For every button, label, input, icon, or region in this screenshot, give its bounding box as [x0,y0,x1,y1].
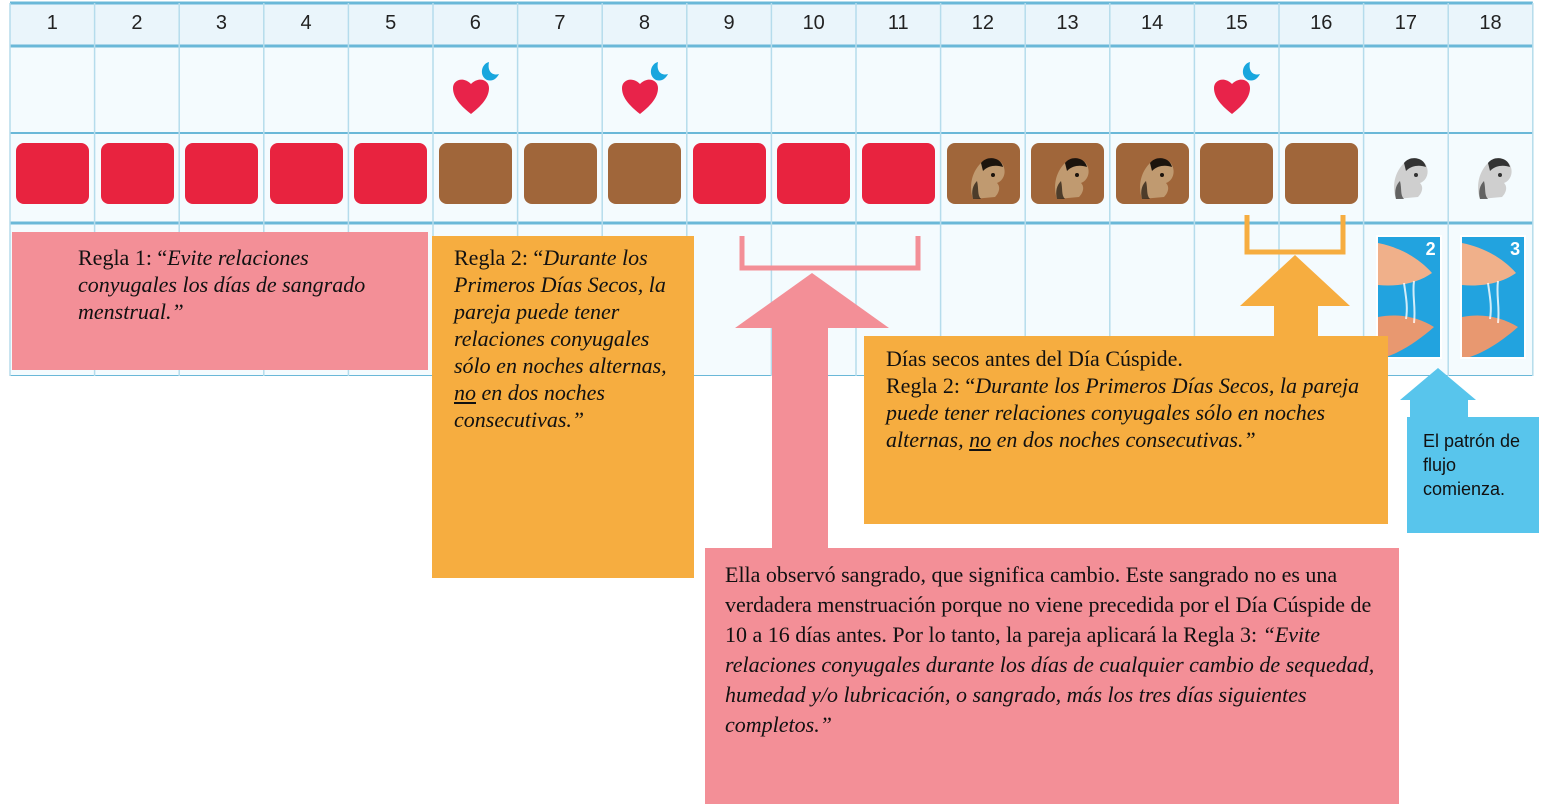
white-baby-stamp [1454,143,1527,204]
stretching-mucus-icon [1462,243,1519,357]
baby-icon [1393,158,1428,199]
brown-stamp [608,143,682,204]
day-number: 1 [46,12,58,34]
flow-box: El patrón de flujo comienza. [1407,417,1539,533]
brown-stamp [1285,143,1358,204]
day-number: 11 [887,12,909,34]
brown-stamp [1200,143,1274,204]
heart-with-moon-icon [1214,62,1261,114]
rule1-box: Regla 1: “Evite relaciones conyugales lo… [12,232,428,370]
mucus-card: 2 [1375,235,1442,359]
red-stamp [777,143,851,204]
rule2-right-underline: no [969,427,992,452]
red-stamp [354,143,428,204]
rule1-italic: Evite relaciones conyugales los días de … [78,245,366,324]
rule2-left-underline: no [454,380,476,405]
day-number: 14 [1140,12,1164,34]
brown-stamp [523,143,597,204]
day-number: 8 [638,12,651,34]
brown-baby-stamp [1115,143,1189,204]
day-number: 9 [723,12,735,34]
stretching-mucus-icon [1377,243,1434,357]
rule2-right-italic-b: en dos noches consecutivas.” [991,427,1256,452]
baby-icon [970,158,1005,199]
baby-icon [1055,158,1089,199]
heart-with-moon-icon [453,62,499,114]
bleeding-italic: “Evite relaciones conyugales durante los… [725,622,1375,737]
day-number: 10 [802,12,825,34]
rule2-right-italic-a: Durante los Primeros Días Secos, la pare… [886,373,1360,452]
rule2-left-italic-b: en dos noches consecutivas.” [454,380,605,432]
baby-icon [1139,158,1174,199]
rule2-right-prefix: Regla 2: “ [886,373,976,398]
mucus-card: 3 [1460,235,1527,359]
rule2-left-italic-a: Durante los Primeros Días Secos, la pare… [454,245,667,378]
red-stamp [862,143,935,204]
rule2-right-line1: Días secos antes del Día Cúspide. [886,346,1183,371]
day-number: 7 [554,12,566,34]
day-number: 4 [300,12,312,34]
brown-stamp [439,143,512,204]
flow-text: El patrón de flujo comienza. [1423,431,1521,499]
rule2-right-box: Días secos antes del Día Cúspide. Regla … [864,336,1388,524]
day-number: 3 [215,12,228,34]
day-number: 12 [971,12,995,34]
baby-icon [1478,158,1512,199]
day-number: 16 [1310,12,1333,34]
day-number: 15 [1225,12,1248,34]
bleeding-box: Ella observó sangrado, que significa cam… [705,548,1399,804]
red-stamp [16,143,89,204]
red-stamp [185,143,259,204]
brown-baby-stamp [946,143,1020,204]
heart-with-moon-icon [622,62,669,114]
red-stamp [269,143,343,204]
day-number: 5 [385,12,397,34]
rule2-left-prefix: Regla 2: “ [454,245,544,270]
mucus-card-number: 2 [1425,239,1436,259]
day-number: 13 [1056,12,1079,34]
day-number: 17 [1394,12,1418,34]
bleeding-plain: Ella observó sangrado, que significa cam… [725,562,1372,647]
rule1-prefix: Regla 1: “ [78,245,168,270]
red-stamp [692,143,766,204]
day-number: 18 [1479,12,1502,34]
white-baby-stamp [1370,143,1443,204]
rule2-left-box: Regla 2: “Durante los Primeros Días Seco… [432,236,694,578]
red-stamp [100,143,174,204]
brown-baby-stamp [1031,143,1105,204]
day-number: 2 [131,12,143,34]
mucus-card-number: 3 [1510,239,1521,259]
day-number: 6 [469,12,481,34]
